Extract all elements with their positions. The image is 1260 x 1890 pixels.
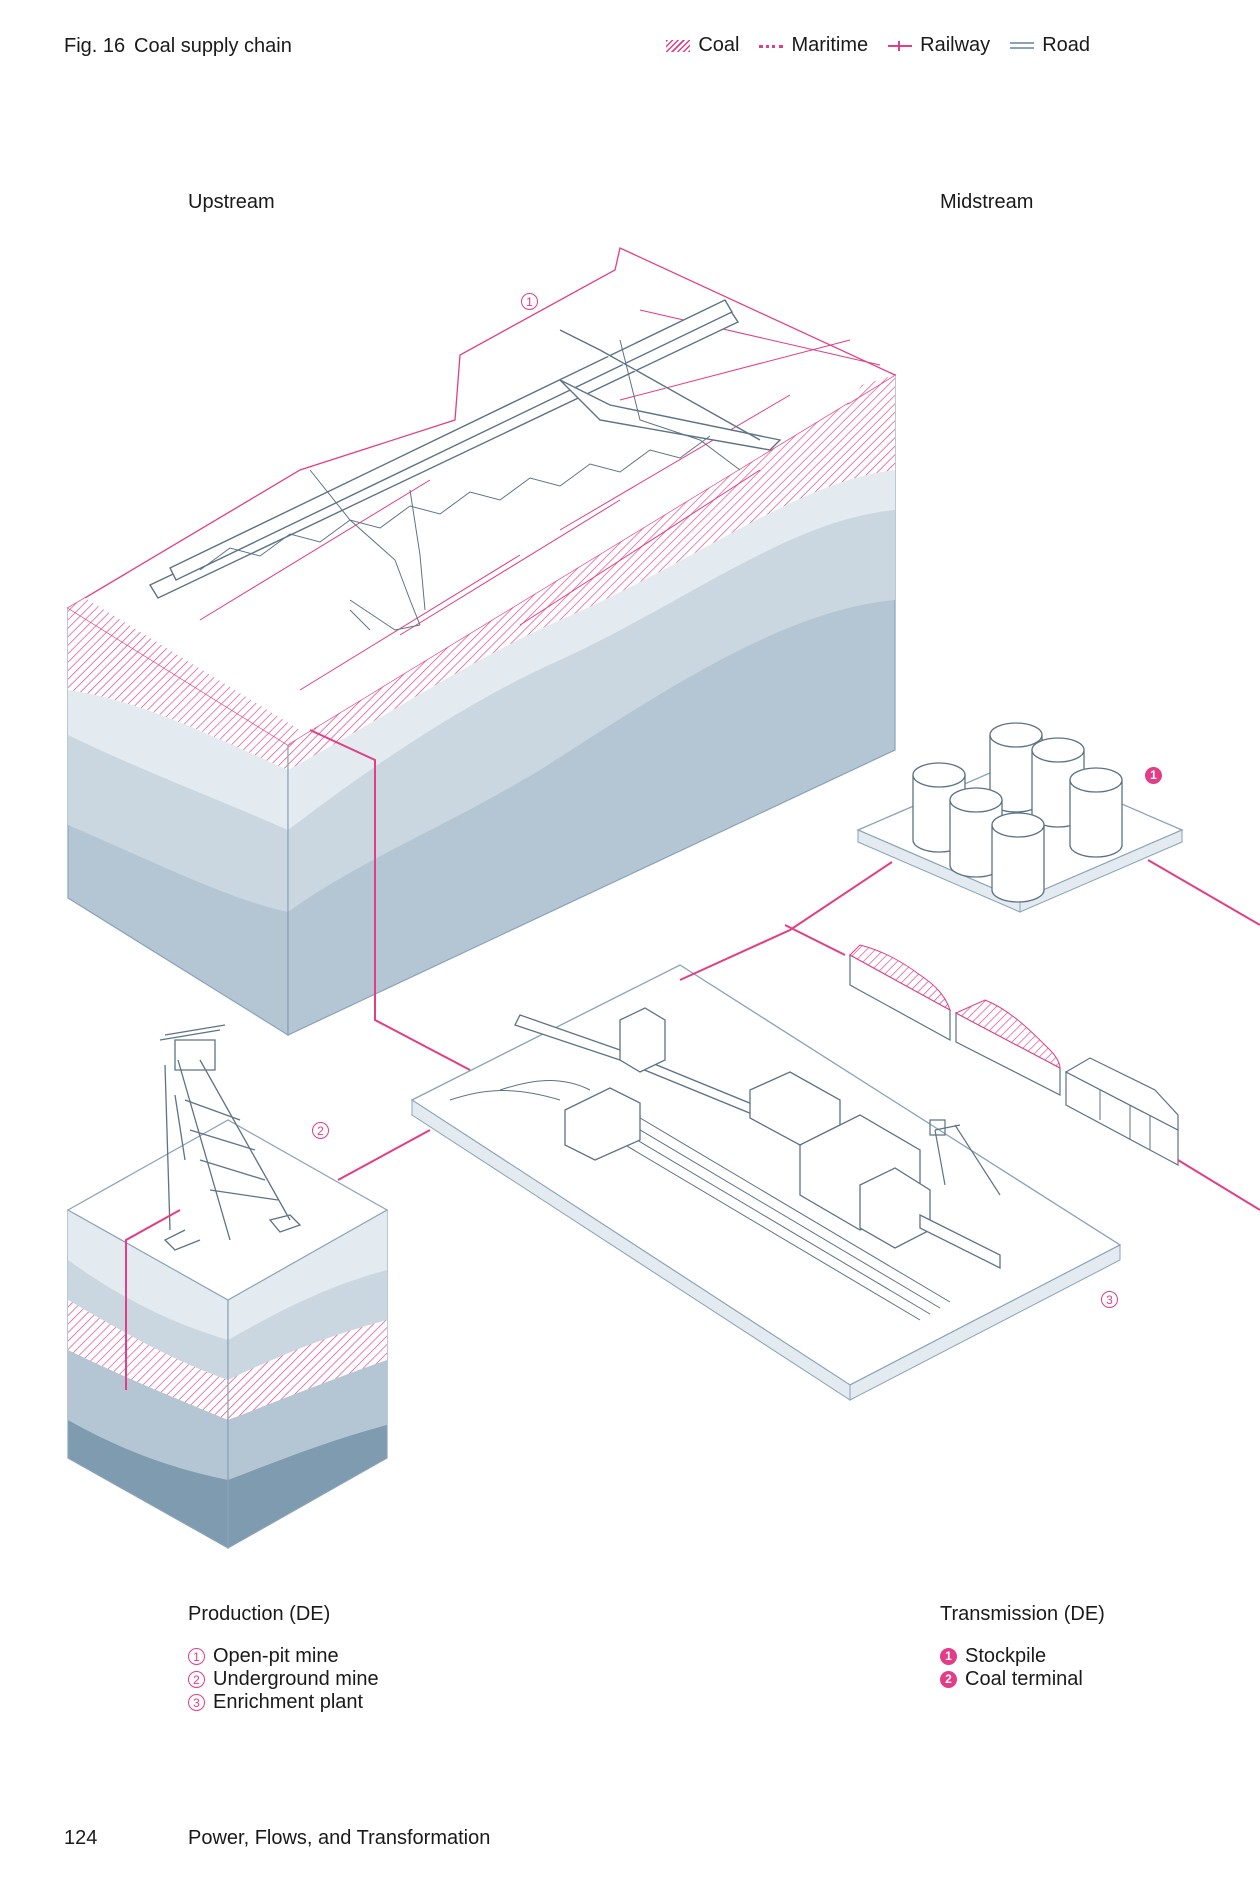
underground-mine-block (66, 1024, 389, 1550)
list-item-label: Stockpile (965, 1645, 1047, 1667)
production-list: 1 Open-pit mine 2 Underground mine 3 Enrich… (188, 1645, 379, 1714)
railway-connections (309, 729, 1260, 1211)
transmission-title: Transmission (DE) (940, 1603, 1105, 1625)
list-item-label: Underground mine (213, 1668, 379, 1690)
list-item: 3 Enrichment plant (188, 1691, 379, 1714)
stockpile-platform (856, 722, 1184, 913)
transmission-list: 1 Stockpile 2 Coal terminal (940, 1645, 1083, 1691)
legend-item-road: Road (1010, 34, 1090, 57)
railway-line-icon (888, 40, 913, 51)
legend-label: Railway (920, 34, 991, 56)
marker-filled-icon: 1 (940, 1648, 957, 1665)
legend-item-railway: Railway (888, 34, 990, 57)
list-item-label: Enrichment plant (213, 1691, 364, 1713)
legend-label: Road (1042, 34, 1090, 56)
list-item-label: Coal terminal (965, 1668, 1083, 1690)
list-item: 2 Coal terminal (940, 1668, 1083, 1691)
legend-label: Maritime (791, 34, 869, 56)
coal-hatch-swatch-icon (666, 39, 691, 52)
section-upstream: Upstream (188, 191, 275, 213)
marker-filled-icon: 2 (940, 1671, 957, 1688)
production-title: Production (DE) (188, 1603, 331, 1625)
open-pit-mine-block (66, 247, 897, 1037)
callout-enrichment: 3 (1101, 1291, 1118, 1308)
page-number: 124 (64, 1827, 98, 1849)
section-midstream: Midstream (940, 191, 1034, 213)
marker-outline-icon: 3 (188, 1694, 205, 1711)
list-item: 1 Stockpile (940, 1645, 1083, 1668)
enrichment-plant-platform (410, 964, 1122, 1401)
chapter-title: Power, Flows, and Transformation (188, 1827, 491, 1849)
legend-label: Coal (698, 34, 740, 56)
callout-underground: 2 (312, 1122, 329, 1139)
marker-outline-icon: 1 (188, 1648, 205, 1665)
legend-item-coal: Coal (666, 34, 739, 57)
callout-stockpile: 1 (1145, 767, 1162, 784)
legend: Coal Maritime Railway Road (666, 34, 1090, 57)
road-double-line-icon (1010, 42, 1035, 49)
legend-item-maritime: Maritime (759, 34, 868, 57)
figure-number: Fig. 16 (64, 35, 126, 57)
list-item: 1 Open-pit mine (188, 1645, 379, 1668)
list-item: 2 Underground mine (188, 1668, 379, 1691)
callout-open-pit: 1 (521, 293, 538, 310)
figure-title: Coal supply chain (134, 35, 292, 57)
list-item-label: Open-pit mine (213, 1645, 339, 1667)
maritime-dotted-line-icon (759, 45, 784, 48)
marker-outline-icon: 2 (188, 1671, 205, 1688)
coal-train (849, 944, 1179, 1167)
